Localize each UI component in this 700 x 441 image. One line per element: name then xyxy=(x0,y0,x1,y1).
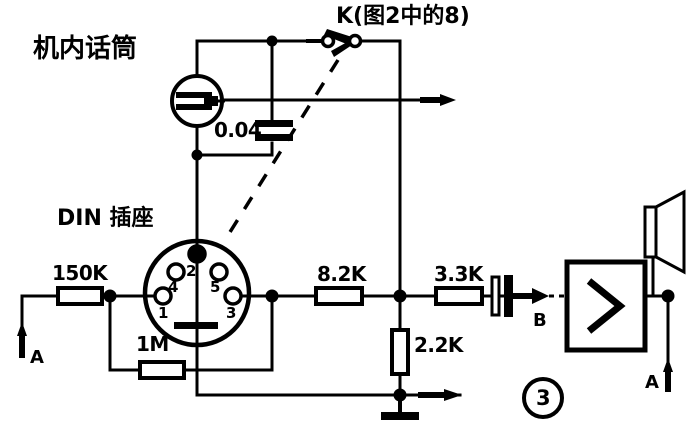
resistor-1m-symbol xyxy=(138,360,186,380)
label-node-a-right: A xyxy=(645,372,659,393)
figure-number-circle xyxy=(522,377,564,419)
din-pin-4-hole xyxy=(166,262,186,282)
junction-dots xyxy=(103,35,675,402)
label-switch-k: K(图2中的8) xyxy=(336,4,470,29)
label-din-socket: DIN 插座 xyxy=(57,206,154,231)
label-res-1m: 1M xyxy=(136,332,169,356)
arrow-node-a-right xyxy=(663,358,673,392)
label-din-pin-3: 3 xyxy=(226,304,237,322)
label-res-8k2: 8.2K xyxy=(317,262,366,286)
label-cap-0p04: 0.04 xyxy=(214,118,262,142)
coupling-capacitor-symbol xyxy=(482,275,568,317)
label-din-pin-5: 5 xyxy=(210,278,221,296)
resistor-150k-symbol xyxy=(56,286,104,306)
label-din-pin-2: 2 xyxy=(186,262,197,280)
label-din-pin-4: 4 xyxy=(168,278,179,296)
amplifier-block-symbol xyxy=(564,259,648,353)
arrow-node-a-left xyxy=(17,322,27,358)
resistor-3k3-symbol xyxy=(434,286,484,306)
resistor-8k2-symbol xyxy=(314,286,364,306)
switch-ganging-dashed-line xyxy=(223,59,340,241)
label-node-b: B xyxy=(533,310,547,331)
din-pin-3-hole xyxy=(223,286,243,306)
capacitor-0p04-symbol xyxy=(255,120,293,141)
microphone-symbol xyxy=(170,74,225,128)
loudspeaker-symbol xyxy=(643,189,686,275)
label-node-a-left: A xyxy=(30,347,44,368)
arrow-bottom-bus xyxy=(418,389,462,401)
label-res-150k: 150K xyxy=(52,261,108,285)
resistor-2k2-symbol xyxy=(390,328,410,376)
label-internal-microphone: 机内话筒 xyxy=(33,34,138,64)
switch-k-symbol xyxy=(306,29,400,57)
label-res-2k2: 2.2K xyxy=(414,333,463,357)
arrow-mic-output xyxy=(420,94,456,106)
label-figure-number: 3 xyxy=(536,386,551,410)
label-din-pin-1: 1 xyxy=(158,304,169,322)
din-pin-5-hole xyxy=(209,262,229,282)
label-res-3k3: 3.3K xyxy=(434,262,483,286)
